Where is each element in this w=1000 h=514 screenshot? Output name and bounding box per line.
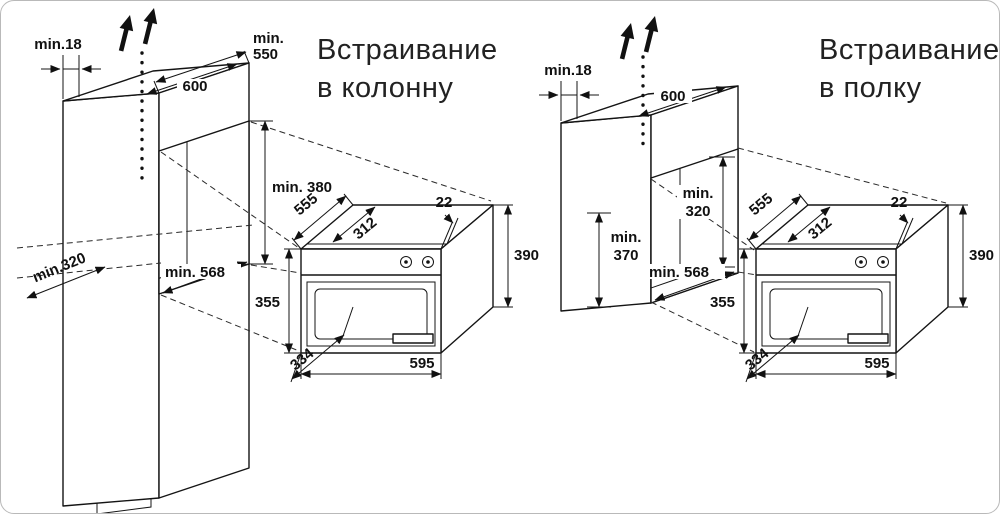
left-scene-title-line1: Встраивание — [317, 34, 498, 66]
oven-door — [306, 281, 436, 347]
right-scene-title-line2: в полку — [819, 72, 922, 104]
dim-label-min568: min. 568 — [165, 264, 225, 281]
dim-opening-height-320: min. 320 — [677, 156, 735, 268]
dim-niche-width-568-right: min. 568 — [645, 264, 735, 301]
airflow-arrow-icon — [114, 13, 137, 53]
dim-oven-front-height-355: 355 — [255, 248, 301, 354]
dim-label-min320-1: min. — [683, 185, 714, 202]
left-scene: min.18 min. 550 600 min. 380 — [16, 6, 492, 513]
dim-label-min18: min.18 — [34, 36, 82, 53]
left-scene-title-line2: в колонну — [317, 72, 453, 104]
dim-label-min380: min. 380 — [272, 179, 332, 196]
control-knob — [400, 256, 412, 268]
dim-width-600-right: 600 — [638, 86, 727, 117]
dim-top-gap-left: min.18 — [34, 36, 101, 99]
dim-label-22: 22 — [436, 194, 453, 211]
dim-door-thickness-22: 22 — [436, 194, 459, 250]
dim-niche-width-568-left: min. 568 — [161, 261, 248, 294]
airflow-arrow-icon — [639, 14, 662, 54]
dim-label-min568: min. 568 — [649, 264, 709, 281]
dim-oven-width-595: 595 — [300, 353, 442, 379]
dim-label-min550-1: min. — [253, 30, 284, 47]
oven-drawing-right — [710, 190, 994, 382]
dim-compartment-height-370: min. 370 — [587, 212, 647, 308]
dim-top-gap-right: min.18 — [539, 62, 599, 121]
dim-width-600-left: 600 — [146, 63, 238, 95]
dim-niche-height-380: min. 380 — [249, 120, 333, 265]
airflow-arrow-icon — [138, 6, 161, 46]
dim-label-600: 600 — [660, 88, 685, 105]
dim-label-600: 600 — [182, 78, 207, 95]
dim-label-355: 355 — [255, 294, 280, 311]
dim-label-min550-2: 550 — [253, 46, 278, 63]
oven-drawing: 555 312 22 390 355 — [255, 190, 539, 383]
dim-label-min370-2: 370 — [613, 247, 638, 264]
dim-label-min370-1: min. — [611, 229, 642, 246]
airflow-arrow-icon — [615, 21, 638, 61]
control-knob — [422, 256, 434, 268]
dim-label-min18: min.18 — [544, 62, 592, 79]
dim-label-min320-2: 320 — [685, 203, 710, 220]
door-window — [314, 288, 428, 340]
airflow-indicator — [114, 6, 161, 183]
dim-oven-height-390: 390 — [493, 204, 539, 308]
right-scene-title-line1: Встраивание — [819, 34, 1000, 66]
door-handle — [392, 333, 434, 344]
dim-label-595: 595 — [409, 355, 434, 372]
column-cabinet-drawing — [62, 62, 250, 513]
right-scene: min.18 600 min. 320 min. 370 — [539, 14, 947, 353]
dim-label-390: 390 — [514, 247, 539, 264]
